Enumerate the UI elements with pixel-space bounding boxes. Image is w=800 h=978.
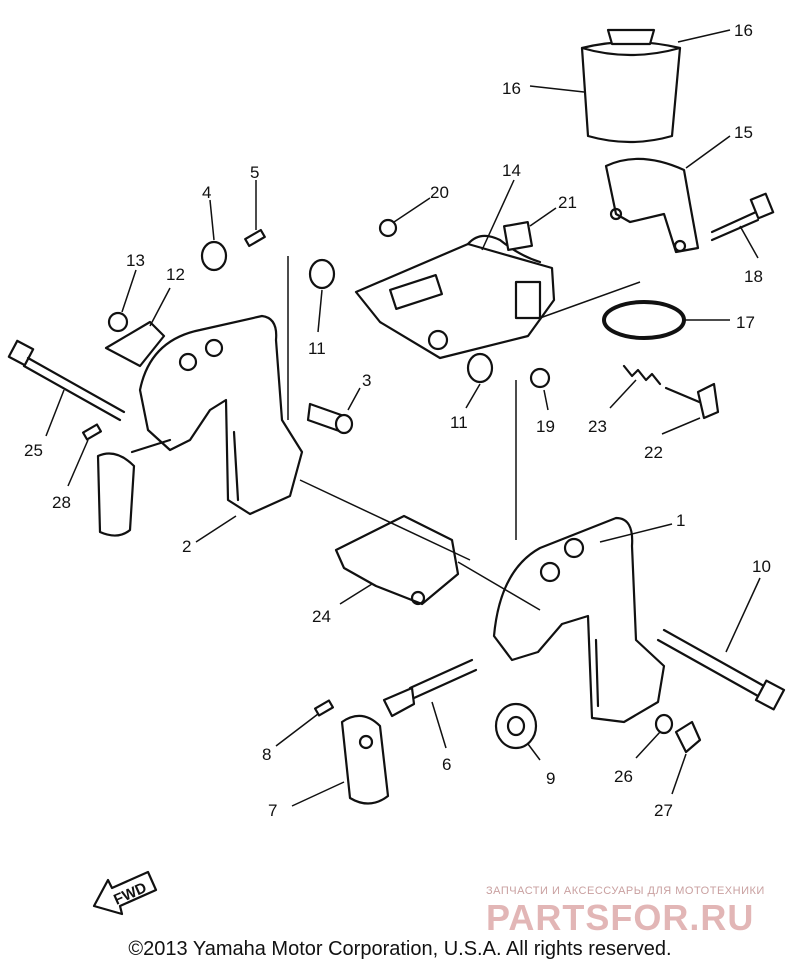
part-5-pin bbox=[244, 228, 266, 248]
part-18-bolt bbox=[710, 192, 775, 242]
callout-21: 21 bbox=[529, 193, 577, 227]
part-10-long-bolt bbox=[656, 628, 786, 711]
part-22-wing-screw bbox=[664, 382, 720, 420]
part-13-nut bbox=[107, 311, 129, 333]
svg-text:12: 12 bbox=[166, 265, 185, 284]
part-17-o-ring bbox=[602, 300, 686, 340]
svg-text:11: 11 bbox=[450, 413, 468, 432]
callout-16-left: 16 bbox=[502, 79, 585, 98]
svg-text:16: 16 bbox=[502, 79, 521, 98]
callout-16-top: 16 bbox=[677, 21, 753, 43]
callout-4: 4 bbox=[202, 183, 215, 241]
callout-6: 6 bbox=[431, 701, 451, 774]
svg-text:13: 13 bbox=[126, 251, 145, 270]
svg-text:3: 3 bbox=[362, 371, 371, 390]
svg-text:5: 5 bbox=[250, 163, 259, 182]
svg-text:11: 11 bbox=[308, 339, 326, 358]
callout-25: 25 bbox=[24, 389, 65, 460]
part-15-clamp bbox=[604, 157, 700, 254]
callout-12: 12 bbox=[149, 265, 185, 327]
svg-text:9: 9 bbox=[546, 769, 555, 788]
callout-2: 2 bbox=[182, 515, 237, 556]
part-19-nut bbox=[529, 367, 551, 389]
callout-11-top: 11 bbox=[308, 289, 326, 358]
part-26-washer bbox=[654, 713, 674, 735]
svg-text:4: 4 bbox=[202, 183, 211, 202]
part-16-sleeve bbox=[580, 28, 682, 144]
copyright-notice: ©2013 Yamaha Motor Corporation, U.S.A. A… bbox=[128, 938, 672, 960]
part-24-thrust-plate bbox=[334, 514, 460, 606]
svg-text:6: 6 bbox=[442, 755, 451, 774]
callout-28: 28 bbox=[52, 439, 89, 512]
part-2-clamp-bracket bbox=[138, 314, 304, 516]
watermark-brand: PARTSFOR.RU bbox=[486, 897, 754, 938]
callout-23: 23 bbox=[588, 379, 637, 436]
part-3-pin bbox=[306, 402, 354, 435]
svg-text:22: 22 bbox=[644, 443, 663, 462]
callout-18: 18 bbox=[739, 225, 763, 286]
callout-5: 5 bbox=[250, 163, 259, 230]
part-11-washer-mid bbox=[466, 352, 494, 384]
part-12-plate bbox=[104, 320, 166, 368]
part-20-nut bbox=[378, 218, 398, 238]
part-1-clamp-bracket bbox=[492, 516, 666, 724]
part-14-swivel-bracket bbox=[354, 234, 556, 360]
part-27-wing-nut bbox=[674, 720, 702, 754]
callout-22: 22 bbox=[644, 417, 701, 462]
callout-20: 20 bbox=[393, 183, 449, 223]
part-25-long-bolt bbox=[7, 339, 126, 422]
svg-text:14: 14 bbox=[502, 161, 521, 180]
part-7-handle bbox=[340, 714, 390, 805]
assembly-guide-lines bbox=[287, 256, 641, 611]
part-28-pin bbox=[81, 423, 103, 441]
callout-13: 13 bbox=[121, 251, 145, 313]
svg-text:24: 24 bbox=[312, 607, 331, 626]
fwd-arrow-icon: FWD bbox=[92, 870, 158, 916]
part-8-pin bbox=[313, 699, 335, 717]
svg-text:21: 21 bbox=[558, 193, 577, 212]
fwd-label: FWD bbox=[111, 879, 149, 908]
part-23-spring bbox=[622, 364, 662, 386]
callout-27: 27 bbox=[654, 753, 687, 820]
part-4-bushing bbox=[200, 240, 228, 272]
callout-3: 3 bbox=[347, 371, 371, 411]
svg-text:25: 25 bbox=[24, 441, 43, 460]
svg-text:27: 27 bbox=[654, 801, 673, 820]
svg-text:17: 17 bbox=[736, 313, 755, 332]
svg-text:1: 1 bbox=[676, 511, 685, 530]
callout-10: 10 bbox=[725, 557, 771, 653]
part-21-block bbox=[502, 220, 534, 252]
callout-19: 19 bbox=[536, 389, 555, 436]
svg-text:8: 8 bbox=[262, 745, 271, 764]
svg-text:20: 20 bbox=[430, 183, 449, 202]
callout-15: 15 bbox=[685, 123, 753, 169]
callout-24: 24 bbox=[312, 583, 373, 626]
svg-text:19: 19 bbox=[536, 417, 555, 436]
svg-text:7: 7 bbox=[268, 801, 277, 820]
callout-26: 26 bbox=[614, 731, 661, 786]
callout-1: 1 bbox=[599, 511, 685, 543]
callout-8: 8 bbox=[262, 713, 319, 764]
svg-text:15: 15 bbox=[734, 123, 753, 142]
svg-text:16: 16 bbox=[734, 21, 753, 40]
part-11-washer-top bbox=[308, 258, 336, 290]
svg-text:18: 18 bbox=[744, 267, 763, 286]
part-9-pad bbox=[494, 702, 538, 750]
svg-text:26: 26 bbox=[614, 767, 633, 786]
svg-text:28: 28 bbox=[52, 493, 71, 512]
part-6-screw bbox=[382, 658, 478, 718]
callout-14: 14 bbox=[481, 161, 521, 251]
callout-9: 9 bbox=[527, 743, 555, 788]
callout-11-mid: 11 bbox=[450, 383, 481, 432]
part-left-thumb-screw bbox=[96, 438, 172, 537]
svg-text:10: 10 bbox=[752, 557, 771, 576]
watermark-tagline: ЗАПЧАСТИ И АКСЕССУАРЫ ДЛЯ МОТОТЕХНИКИ bbox=[486, 885, 765, 897]
callout-17: 17 bbox=[684, 313, 755, 332]
callout-7: 7 bbox=[268, 781, 345, 820]
svg-text:23: 23 bbox=[588, 417, 607, 436]
svg-text:2: 2 bbox=[182, 537, 191, 556]
